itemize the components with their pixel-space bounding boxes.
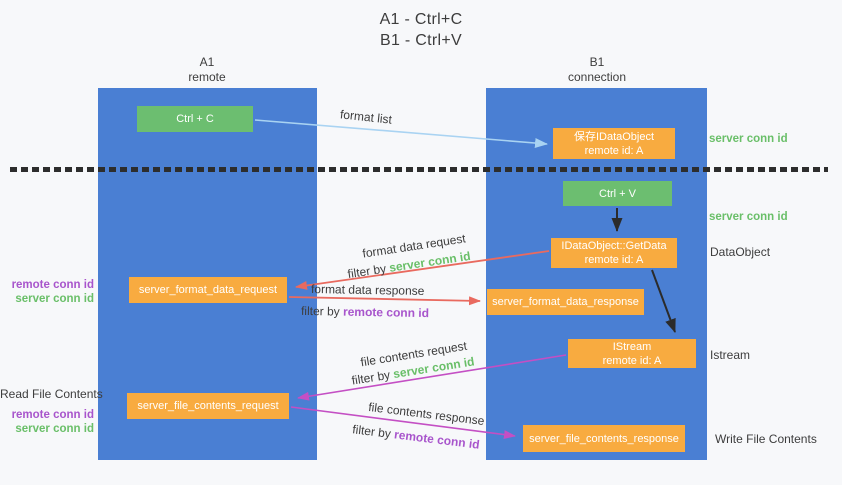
node-idataobject-getdata-line2: remote id: A [584, 254, 644, 266]
label-dataobject: DataObject [710, 245, 771, 259]
label-istream: Istream [710, 348, 751, 362]
label-write-file-contents: Write File Contents [715, 432, 817, 446]
title-line-2: B1 - Ctrl+V [380, 32, 462, 49]
label-group-conn-ids-2: remote conn id server conn id [0, 409, 94, 436]
column-a1-role: remote [188, 70, 226, 84]
arrow-getdata-to-istream [651, 269, 676, 333]
node-server-file-contents-response-label: server_file_contents_response [529, 432, 679, 445]
node-save-idataobject: 保存IDataObject remote id: A [553, 128, 675, 159]
title-line-1: A1 - Ctrl+C [379, 11, 463, 28]
column-b1-role: connection [567, 70, 627, 84]
label-server-conn-id-left-2: server conn id [15, 422, 94, 435]
label-server-conn-id-top: server conn id [709, 133, 788, 145]
node-ctrl-v-label: Ctrl + V [599, 187, 636, 200]
node-server-format-data-response-label: server_format_data_response [492, 296, 639, 308]
node-ctrl-v: Ctrl + V [563, 181, 672, 206]
node-server-format-data-response: server_format_data_response [487, 289, 644, 315]
node-ctrl-c-label: Ctrl + C [176, 113, 214, 125]
section-divider-dotted-line [10, 167, 828, 172]
label-group-conn-ids-1: remote conn id server conn id [0, 279, 94, 306]
node-idataobject-getdata-line1: IDataObject::GetData [561, 240, 667, 252]
node-istream: IStream remote id: A [568, 339, 696, 368]
arrow-format-data-response [288, 296, 481, 306]
node-save-idataobject-line1: 保存IDataObject [573, 130, 655, 143]
arrow-format-data-request [295, 250, 550, 290]
arrow-file-contents-response [290, 406, 516, 440]
column-a1-name: A1 [199, 55, 215, 69]
node-server-format-data-request-label: server_format_data_request [138, 284, 278, 296]
node-istream-line2: remote id: A [602, 354, 662, 367]
label-read-file-contents: Read File Contents [0, 387, 103, 401]
node-istream-line1: IStream [612, 340, 652, 353]
node-idataobject-getdata: IDataObject::GetData remote id: A [551, 238, 677, 268]
arrow-format-list [254, 119, 548, 149]
node-server-file-contents-request-label: server_file_contents_request [137, 400, 279, 412]
label-format-data-response-filter: filter by remote conn id [300, 303, 430, 321]
diagram-title: A1 - Ctrl+C B1 - Ctrl+V [0, 9, 842, 51]
node-save-idataobject-line2: remote id: A [584, 144, 644, 157]
label-server-conn-id-left-1: server conn id [15, 292, 94, 305]
column-header-b1: B1 connection [537, 55, 657, 85]
column-b1-name: B1 [589, 55, 605, 69]
label-remote-conn-id-2: remote conn id [11, 409, 94, 421]
node-server-format-data-request: server_format_data_request [129, 277, 287, 303]
arrow-file-contents-request [297, 354, 567, 401]
node-ctrl-c: Ctrl + C [137, 106, 253, 132]
label-format-data-response: format data response [310, 282, 425, 298]
column-header-a1: A1 remote [147, 55, 267, 85]
node-server-file-contents-response: server_file_contents_response [523, 425, 685, 452]
label-server-conn-id-mid: server conn id [709, 211, 788, 223]
node-server-file-contents-request: server_file_contents_request [127, 393, 289, 419]
label-remote-conn-id-1: remote conn id [11, 279, 94, 291]
